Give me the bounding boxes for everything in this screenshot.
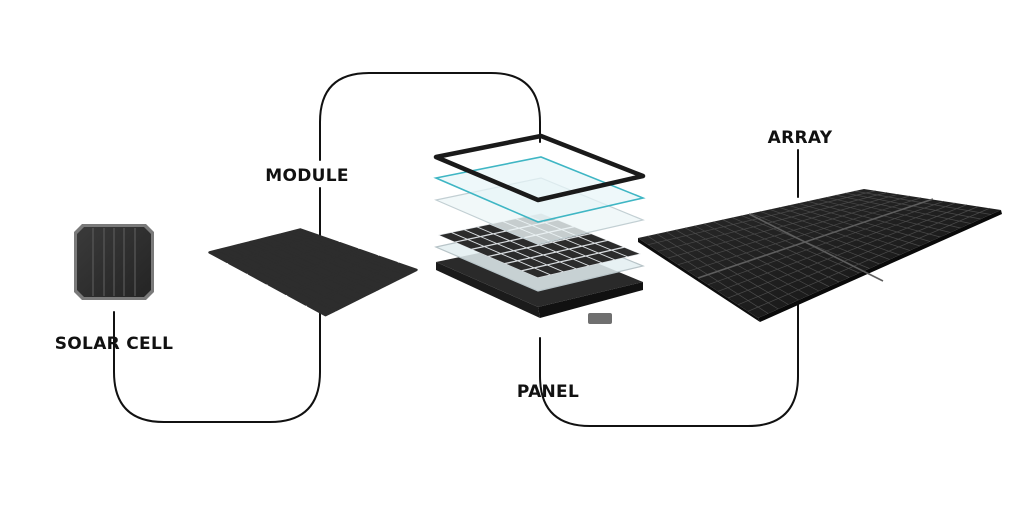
panel-cell — [495, 231, 522, 241]
panel-cell — [567, 236, 594, 246]
panel-cell — [489, 254, 516, 264]
panel-cell — [587, 253, 614, 263]
panel-cell — [528, 245, 555, 255]
panel-cell — [452, 230, 479, 239]
panel-label: PANEL — [517, 382, 579, 402]
solar-cell-icon — [74, 224, 154, 300]
panel-cell — [523, 268, 550, 278]
panel-cell — [583, 243, 610, 253]
glass-layer — [433, 156, 646, 223]
panel-cell — [485, 244, 512, 254]
panel-cell — [570, 246, 597, 256]
module-cell — [309, 235, 340, 247]
panel-cell — [532, 255, 559, 265]
panel-cell — [561, 259, 588, 269]
connector-panel-to-array — [539, 303, 799, 427]
panel-cell — [548, 262, 575, 272]
panel-cell — [515, 248, 542, 258]
module-cell — [349, 248, 379, 262]
panel-cell — [502, 251, 529, 261]
panel-cell — [557, 249, 584, 259]
panel-cell — [545, 252, 572, 262]
panel-cell — [519, 258, 546, 268]
panel-cell — [506, 261, 533, 271]
panel-cell — [579, 234, 606, 243]
connector-module-to-panel — [319, 72, 541, 161]
panel-cell — [478, 224, 505, 234]
panel-cell — [456, 239, 483, 249]
connector-cell-to-module — [113, 187, 321, 423]
frame-layer — [433, 133, 646, 203]
panel-cell — [473, 247, 500, 256]
solar-array-icon — [638, 189, 1002, 322]
panel-cell — [482, 234, 509, 244]
panel-cell — [535, 265, 562, 275]
solar-module-icon — [208, 228, 418, 317]
panel-cell — [596, 240, 623, 250]
solar-cell-label: SOLAR CELL — [55, 334, 173, 354]
panel-cell — [439, 232, 466, 242]
panel-cell — [554, 239, 581, 249]
panel-cell — [511, 238, 538, 248]
connector-lines — [113, 72, 799, 427]
panel-cell — [574, 256, 601, 266]
module-label: MODULE — [265, 166, 349, 186]
panel-cell — [469, 237, 496, 246]
exploded-panel-layers-icon — [433, 133, 646, 324]
panel-cell — [613, 247, 640, 257]
panel-cell — [498, 241, 525, 251]
panel-cell — [600, 250, 627, 260]
module-cell — [388, 262, 418, 276]
panel-cell — [541, 242, 568, 252]
module-cell — [329, 241, 359, 254]
module-cell — [368, 255, 399, 269]
module-cell — [290, 228, 320, 240]
panel-cell — [465, 227, 492, 236]
array-label: ARRAY — [768, 128, 833, 148]
